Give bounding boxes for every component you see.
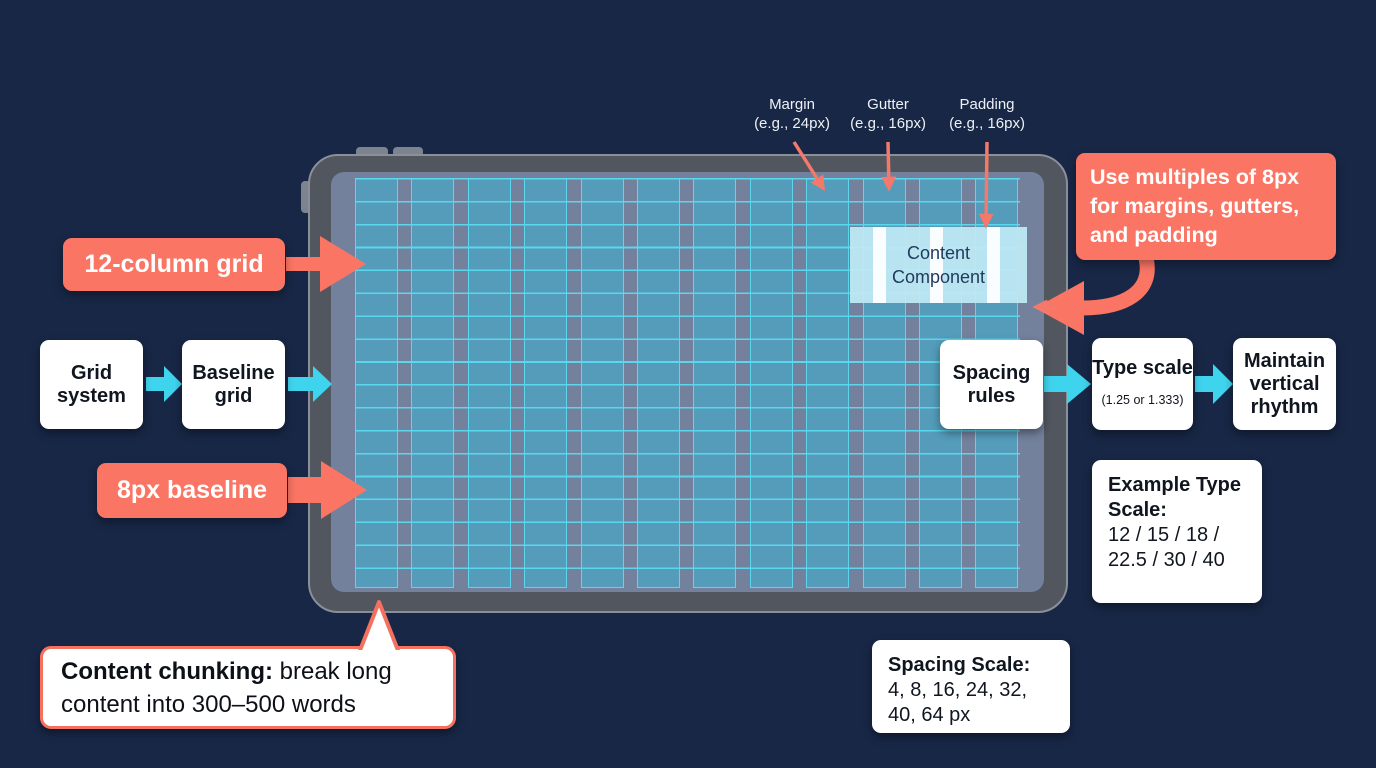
gutter-label: Gutter (e.g., 16px) bbox=[833, 96, 943, 133]
padding-label-line2: (e.g., 16px) bbox=[949, 114, 1025, 132]
callout-use-multiples: Use multiples of 8px for margins, gutter… bbox=[1076, 153, 1336, 260]
flow-box-vertical-rhythm: Maintain vertical rhythm bbox=[1233, 338, 1336, 430]
spacing-scale-title: Spacing Scale: bbox=[888, 654, 1031, 676]
tablet-side-button bbox=[301, 181, 311, 213]
gutter-label-line1: Gutter bbox=[867, 96, 909, 113]
gutter-label-line2: (e.g., 16px) bbox=[850, 114, 926, 132]
curved-multiples-arrow bbox=[1081, 256, 1155, 316]
flow-arrow-4 bbox=[1195, 364, 1233, 404]
flow-arrow-1 bbox=[146, 366, 182, 402]
content-chunking-bubble: Content chunking: break long content int… bbox=[40, 646, 456, 729]
spacing-scale-values: 4, 8, 16, 24, 32, 40, 64 px bbox=[888, 679, 1027, 726]
flow-box-type-scale: Type scale (1.25 or 1.333) bbox=[1092, 338, 1193, 430]
flow-box-spacing-rules: Spacing rules bbox=[940, 340, 1043, 429]
bubble-tail-shape bbox=[357, 600, 401, 650]
spacing-scale-box: Spacing Scale: 4, 8, 16, 24, 32, 40, 64 … bbox=[872, 640, 1070, 733]
component-gutter-stripe bbox=[873, 227, 886, 303]
content-component: Content Component bbox=[850, 227, 1027, 303]
tablet-top-button-2 bbox=[393, 147, 423, 157]
example-type-scale-box: Example Type Scale: 12 / 15 / 18 / 22.5 … bbox=[1092, 460, 1262, 603]
type-scale-label: Type scale bbox=[1092, 356, 1193, 379]
callout-12-column-grid: 12-column grid bbox=[63, 238, 285, 291]
component-gutter-stripe bbox=[930, 227, 943, 303]
margin-label: Margin (e.g., 24px) bbox=[737, 96, 847, 133]
component-gutter-stripe bbox=[987, 227, 1000, 303]
padding-label-line1: Padding bbox=[959, 96, 1015, 113]
type-scale-ratio: (1.25 or 1.333) bbox=[1101, 392, 1184, 407]
flow-box-grid-system: Grid system bbox=[40, 340, 143, 429]
content-chunking-text: break long content into 300–500 words bbox=[61, 657, 392, 718]
content-chunking-lead: Content chunking: bbox=[61, 657, 273, 685]
padding-label: Padding (e.g., 16px) bbox=[932, 96, 1042, 133]
margin-label-line2: (e.g., 24px) bbox=[754, 114, 830, 132]
callout-8px-baseline: 8px baseline bbox=[97, 463, 287, 518]
column-grid: Content Component bbox=[355, 178, 1027, 588]
flow-box-baseline-grid: Baseline grid bbox=[182, 340, 285, 429]
example-type-scale-values: 12 / 15 / 18 / 22.5 / 30 / 40 bbox=[1108, 524, 1225, 571]
bubble-tail bbox=[352, 598, 406, 650]
example-type-scale-title: Example Type Scale: bbox=[1108, 474, 1242, 521]
margin-label-line1: Margin bbox=[769, 96, 815, 113]
content-component-label: Content Component bbox=[891, 243, 986, 287]
tablet-screen: Content Component bbox=[331, 172, 1044, 592]
tablet-top-button-1 bbox=[356, 147, 388, 157]
